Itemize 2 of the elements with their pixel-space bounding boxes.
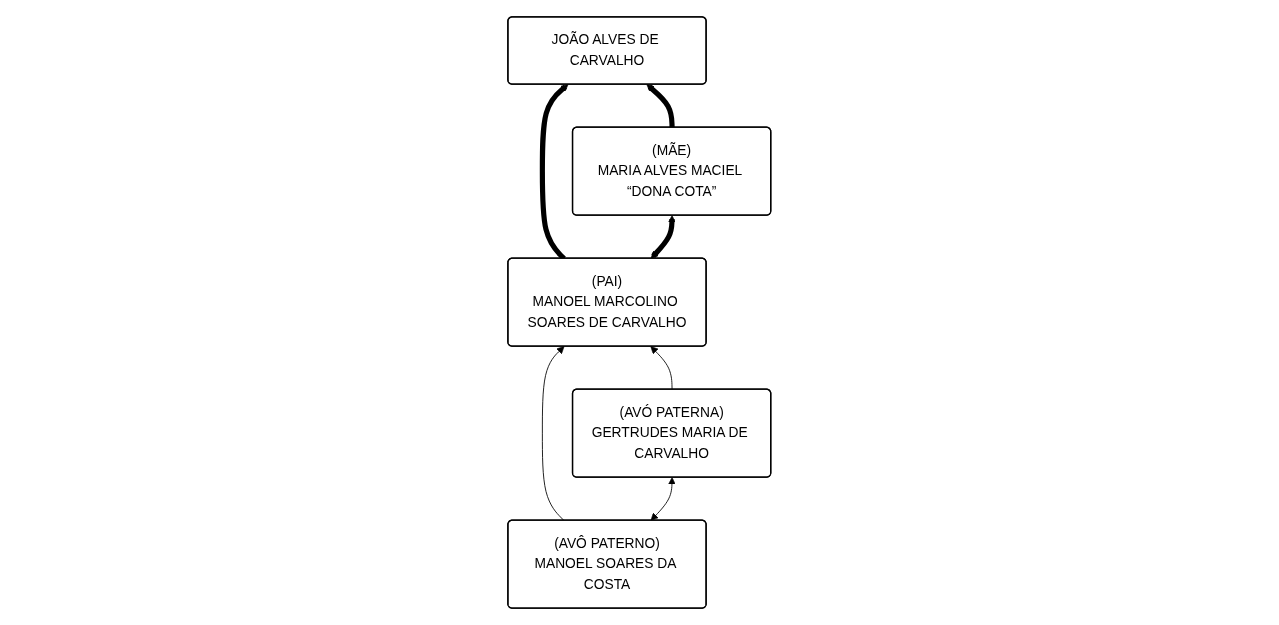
arrow bbox=[650, 215, 676, 259]
arrow bbox=[646, 84, 675, 128]
